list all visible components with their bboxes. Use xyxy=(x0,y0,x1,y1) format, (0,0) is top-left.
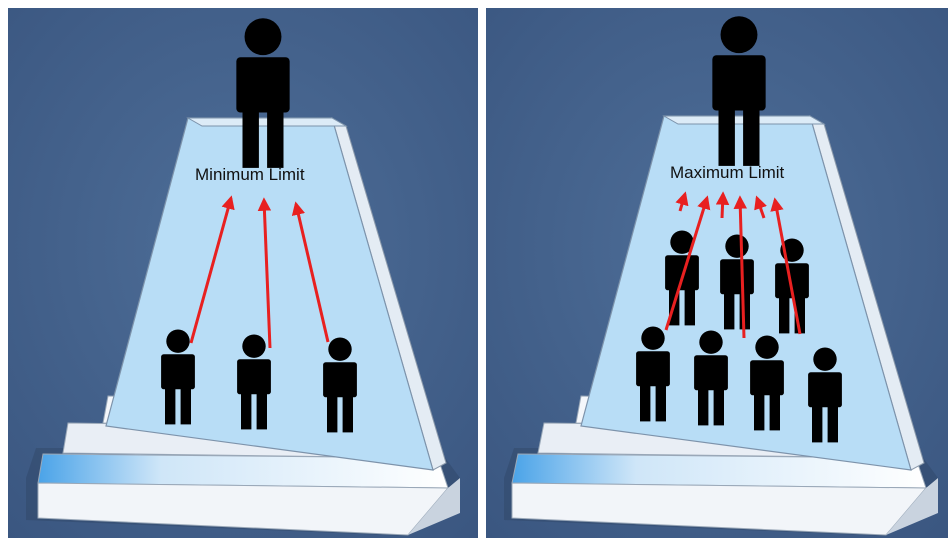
arrow xyxy=(722,194,723,218)
maximum-limit-panel: Maximum Limit xyxy=(486,8,948,538)
maximum-limit-label: Maximum Limit xyxy=(670,163,785,182)
minimum-limit-label: Minimum Limit xyxy=(195,165,305,184)
minimum-limit-panel: Minimum Limit xyxy=(8,8,478,538)
